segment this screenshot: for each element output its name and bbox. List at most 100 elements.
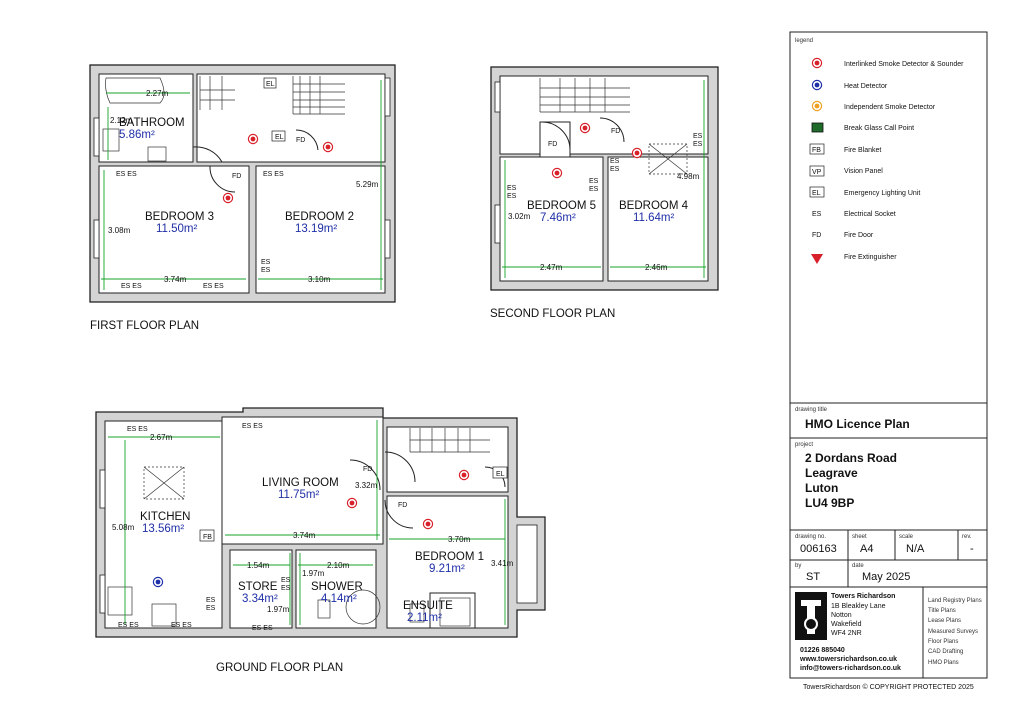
firm-website[interactable]: www.towersrichardson.co.uk — [799, 656, 897, 663]
legend-call-point-icon — [811, 122, 824, 133]
scale-label: scale — [899, 534, 914, 540]
by-label: by — [795, 563, 801, 569]
electrical-socket: ES — [589, 178, 599, 185]
legend-symbol: FD — [812, 232, 821, 239]
drawing-title-label: drawing title — [795, 407, 828, 413]
bedroom1-area: 9.21m² — [429, 563, 465, 575]
legend-item: Break Glass Call Point — [844, 125, 914, 132]
bathroom-window — [93, 117, 100, 157]
ensuite-label: ENSUITE — [403, 600, 453, 612]
firm-phone[interactable]: 01226 885040 — [800, 647, 845, 654]
firm-address-line: 1B Bleakley Lane — [831, 603, 886, 610]
emergency-lighting-unit — [271, 130, 286, 142]
bedroom3-window — [93, 219, 100, 259]
bedroom2-window — [384, 219, 391, 259]
bedroom1-height-text: 3.41m — [491, 559, 514, 568]
toilet-icon — [409, 603, 425, 623]
first-floor-stairs — [199, 76, 345, 115]
legend-item: Electrical Socket — [844, 211, 896, 218]
smoke-detector — [322, 141, 334, 153]
bedroom3-label: BEDROOM 3 — [145, 211, 214, 223]
service-item: Floor Plans — [928, 639, 958, 645]
electrical-socket: ES ES — [263, 171, 284, 178]
legend-symbol: FB — [812, 147, 821, 154]
shower-label: SHOWER — [311, 581, 363, 593]
drawing-no: 006163 — [800, 543, 837, 555]
shower-area: 4.14m² — [321, 593, 357, 605]
heat-detector — [152, 576, 164, 588]
ensuite-room — [429, 592, 476, 629]
landing-fire-door-swing — [295, 129, 319, 151]
legend-item: Independent Smoke Detector — [844, 104, 936, 111]
bath-icon — [105, 77, 165, 104]
rev-value: - — [970, 543, 974, 555]
bedroom3-width-text: 3.74m — [164, 275, 187, 284]
service-item: Land Registry Plans — [928, 598, 982, 604]
smoke-detector — [222, 192, 234, 204]
firm-address-line: Wakefield — [831, 621, 862, 628]
firm-logo — [795, 592, 827, 640]
legend-smoke-detector-icon — [811, 57, 823, 69]
second-floor-title: SECOND FLOOR PLAN — [490, 308, 615, 320]
electrical-socket: ES ES — [203, 283, 224, 290]
bedroom4-room — [607, 156, 709, 282]
kitchen-label: KITCHEN — [140, 511, 190, 523]
bedroom1-width-text: 3.70m — [448, 535, 471, 544]
legend-symbol: ES — [812, 211, 822, 218]
el-label: EL — [266, 81, 275, 88]
electrical-socket: ES — [507, 193, 517, 200]
title-block: legend Interlinked Smoke Detector & Soun… — [789, 31, 988, 691]
shower-width-text: 2.10m — [327, 561, 350, 570]
hall — [386, 426, 509, 493]
skylight — [648, 143, 688, 175]
bedroom5-door-swing — [540, 121, 571, 151]
ensuite-area: 2.11m² — [407, 612, 442, 624]
kitchen-room — [104, 420, 223, 629]
service-item: HMO Plans — [928, 660, 959, 666]
second-floor-plan: BEDROOM 5 7.46m² BEDROOM 4 11.64m² 3.02m… — [490, 66, 719, 320]
copyright: TowersRichardson © COPYRIGHT PROTECTED 2… — [803, 683, 974, 691]
bathroom-height-text: 2.12m — [110, 116, 133, 125]
hob-icon — [151, 603, 177, 627]
electrical-socket: ES — [261, 267, 271, 274]
bedroom4-label: BEDROOM 4 — [619, 200, 689, 212]
emergency-lighting-unit — [492, 466, 508, 479]
bedroom2-width-text: 3.10m — [308, 275, 331, 284]
scale-value: N/A — [906, 543, 925, 555]
bedroom5-height-text: 3.02m — [508, 212, 531, 221]
living-label: LIVING ROOM — [262, 477, 339, 489]
electrical-socket: ES — [281, 585, 291, 592]
bedroom4-width-text: 2.46m — [645, 263, 668, 272]
bedroom4-door-swing — [599, 117, 625, 143]
electrical-socket: ES — [693, 141, 703, 148]
toilet-icon — [317, 599, 331, 619]
fire-door-label: FD — [296, 137, 305, 144]
electrical-socket: ES — [589, 186, 599, 193]
legend-item: Fire Door — [844, 232, 874, 239]
store-area: 3.34m² — [242, 593, 278, 605]
electrical-socket: ES — [206, 597, 216, 604]
sheet-value: A4 — [860, 543, 873, 555]
rev-label: rev. — [962, 534, 972, 540]
smoke-detector — [579, 122, 591, 134]
firm-email[interactable]: info@towers-richardson.co.uk — [800, 665, 901, 672]
fire-door-label: FD — [548, 141, 557, 148]
fire-door-label: FD — [232, 173, 241, 180]
bedroom1-label: BEDROOM 1 — [415, 551, 484, 563]
el-label: EL — [496, 471, 505, 478]
bathroom-door-swing — [192, 146, 223, 163]
legend-item: Fire Extinguisher — [844, 254, 897, 261]
second-floor-stairs — [539, 78, 630, 113]
legend-symbol: VP — [812, 169, 822, 176]
electrical-socket: ES — [507, 185, 517, 192]
electrical-socket: ES — [610, 158, 620, 165]
legend-independent-detector-icon — [811, 100, 823, 112]
bathroom-room — [98, 73, 194, 163]
legend-title: legend — [795, 38, 813, 44]
living-room — [221, 416, 384, 545]
smoke-detector — [346, 497, 358, 509]
store-height-text: 1.97m — [267, 605, 290, 614]
legend-item: Emergency Lighting Unit — [844, 190, 920, 197]
bedroom1-door-swing — [384, 499, 414, 529]
